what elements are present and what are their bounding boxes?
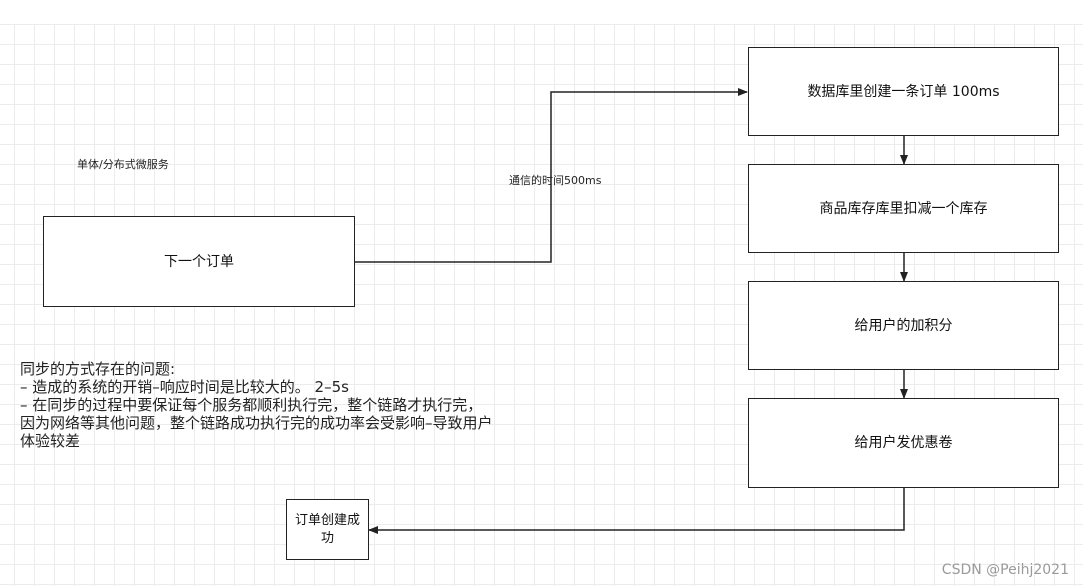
notes-line: – 在同步的过程中要保证每个服务都顺利执行完，整个链路才执行完， (20, 396, 483, 414)
notes-line: 因为网络等其他问题，整个链路成功执行完的成功率会受影响–导致用户 (20, 414, 493, 432)
create-order-db-label: 数据库里创建一条订单 100ms (807, 83, 1000, 100)
create-order-db-node: 数据库里创建一条订单 100ms (748, 47, 1059, 136)
notes-line: 体验较差 (20, 432, 81, 450)
next-order-node-label: 下一个订单 (164, 253, 234, 270)
arrow-order-to-db (355, 88, 748, 263)
send-coupon-node: 给用户发优惠卷 (748, 398, 1059, 488)
notes-title: 同步的方式存在的问题: (20, 360, 176, 378)
notes-line: – 造成的系统的开销–响应时间是比较大的。 2–5s (20, 378, 349, 396)
order-success-label: 订单创建成功 (295, 512, 361, 546)
add-points-node: 给用户的加积分 (748, 281, 1059, 370)
architecture-label: 单体/分布式微服务 (77, 158, 169, 171)
next-order-node: 下一个订单 (43, 216, 355, 307)
deduct-inventory-label: 商品库存库里扣减一个库存 (819, 200, 988, 217)
send-coupon-label: 给用户发优惠卷 (854, 435, 953, 451)
add-points-label: 给用户的加积分 (854, 317, 953, 334)
deduct-inventory-node: 商品库存库里扣减一个库存 (748, 164, 1059, 253)
sync-problems-notes: 同步的方式存在的问题: – 造成的系统的开销–响应时间是比较大的。 2–5s –… (20, 360, 540, 450)
edge-label-communication-time: 通信的时间500ms (509, 174, 602, 187)
watermark: CSDN @Peihj2021 (941, 562, 1069, 578)
arrow-coupon-to-success (368, 488, 905, 534)
order-success-node: 订单创建成功 (286, 499, 369, 560)
